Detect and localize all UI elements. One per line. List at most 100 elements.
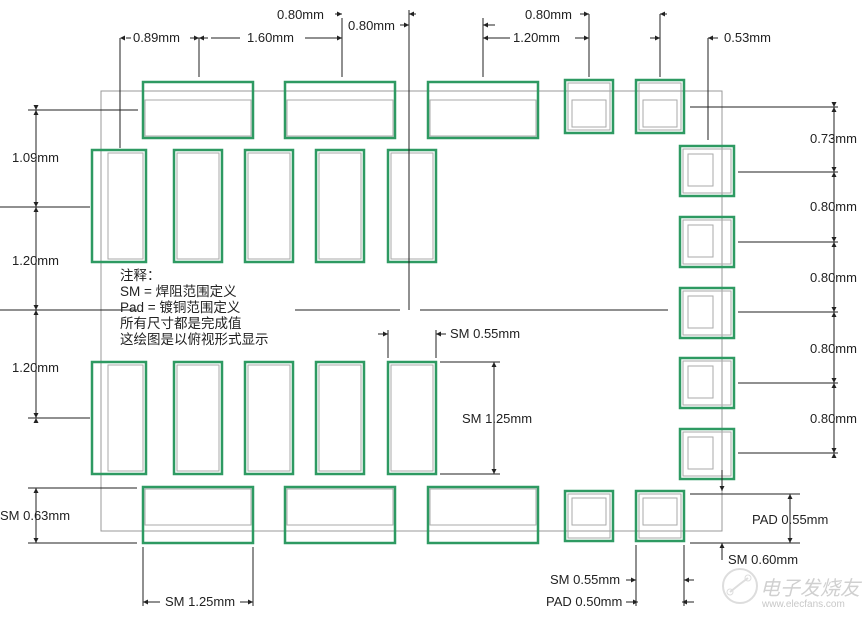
arrowhead xyxy=(483,22,488,28)
pad-inner xyxy=(682,148,732,194)
watermark-name: 电子发烧友 xyxy=(760,578,860,600)
pad-bottom-square xyxy=(563,489,615,543)
dim-label: 0.89mm xyxy=(133,30,180,45)
watermark-logo-icon xyxy=(722,568,758,604)
arrowhead xyxy=(33,207,39,212)
dim-label: 0.80mm xyxy=(277,7,324,22)
pad-bottom-long xyxy=(141,485,255,545)
pad-bottom-long xyxy=(283,485,397,545)
pad-right xyxy=(678,427,736,481)
notes-line: 所有尺寸都是完成值 xyxy=(120,316,242,331)
pad-inner xyxy=(682,219,732,265)
arrowhead xyxy=(33,105,39,110)
dim-label: 0.73mm xyxy=(810,131,857,146)
arrowhead xyxy=(33,202,39,207)
dim-label: 0.80mm xyxy=(348,18,395,33)
arrowhead xyxy=(248,599,253,605)
pad-tall xyxy=(314,148,366,264)
pad-inner xyxy=(390,152,434,260)
pad-inner xyxy=(638,493,682,539)
pad-inner xyxy=(687,295,714,329)
arrowhead xyxy=(33,488,39,493)
pad-top-long xyxy=(283,80,397,140)
dim-label: 1.60mm xyxy=(247,30,294,45)
arrowhead xyxy=(584,11,589,17)
pad-top-long xyxy=(426,80,540,140)
pad-right xyxy=(678,215,736,269)
arrowhead xyxy=(631,577,636,583)
component-outline xyxy=(100,90,723,532)
arrowhead xyxy=(483,35,488,41)
watermark-url: www.elecfans.com xyxy=(762,599,845,610)
pad-inner xyxy=(687,365,714,399)
dim-label: SM 0.63mm xyxy=(0,508,71,523)
pad-inner xyxy=(318,152,362,260)
pad-tall xyxy=(172,148,224,264)
pad-tall xyxy=(90,148,148,264)
arrowhead xyxy=(682,599,687,605)
pad-inner xyxy=(429,488,537,526)
pad-bottom-square xyxy=(634,489,686,543)
arrowhead xyxy=(120,35,125,41)
pad-tall xyxy=(172,360,224,476)
dim-label: 0.53mm xyxy=(724,30,771,45)
pad-inner xyxy=(682,360,732,406)
arrowhead xyxy=(787,538,793,543)
arrowhead xyxy=(719,543,725,548)
arrowhead xyxy=(404,22,409,28)
arrowhead xyxy=(831,242,837,247)
arrowhead xyxy=(831,312,837,317)
dim-label: 0.80mm xyxy=(810,411,857,426)
pad-tall xyxy=(386,360,438,476)
pad-inner xyxy=(642,99,678,128)
pad-inner xyxy=(107,364,144,472)
arrowhead xyxy=(831,172,837,177)
arrowhead xyxy=(33,413,39,418)
arrowhead xyxy=(33,110,39,115)
arrowhead xyxy=(633,599,638,605)
arrowhead xyxy=(831,102,837,107)
arrowhead xyxy=(337,11,342,17)
arrowhead xyxy=(194,35,199,41)
pad-top-square xyxy=(634,78,686,135)
pad-inner xyxy=(286,99,394,137)
arrowhead xyxy=(491,362,497,367)
pad-right xyxy=(678,286,736,340)
dim-label: SM 0.60mm xyxy=(728,552,799,567)
dim-label: SM 1.25mm xyxy=(165,594,236,609)
arrowhead xyxy=(831,167,837,172)
arrowhead xyxy=(831,378,837,383)
pad-top-long xyxy=(141,80,255,140)
pad-inner xyxy=(247,152,291,260)
arrowhead xyxy=(708,35,713,41)
arrowhead xyxy=(831,237,837,242)
dim-label: 1.20mm xyxy=(513,30,560,45)
pad-inner xyxy=(571,99,607,128)
pad-inner xyxy=(682,431,732,477)
arrowhead xyxy=(660,11,665,17)
pad-inner xyxy=(687,153,714,187)
pad-tall xyxy=(243,360,295,476)
arrowhead xyxy=(337,35,342,41)
pad-inner xyxy=(687,436,714,470)
pad-inner xyxy=(567,82,611,131)
pad-inner xyxy=(638,82,682,131)
pad-inner xyxy=(247,364,291,472)
arrowhead xyxy=(831,383,837,388)
dim-label: 0.80mm xyxy=(810,341,857,356)
pad-inner xyxy=(429,99,537,137)
arrowhead xyxy=(787,494,793,499)
pad-right xyxy=(678,356,736,410)
arrowhead xyxy=(491,469,497,474)
arrowhead xyxy=(33,305,39,310)
pad-inner xyxy=(571,497,607,526)
arrowhead xyxy=(655,35,660,41)
pad-inner xyxy=(176,364,220,472)
arrowhead xyxy=(409,11,414,17)
pad-tall xyxy=(314,360,366,476)
pad-tall xyxy=(243,148,295,264)
dim-label: 0.80mm xyxy=(810,199,857,214)
pad-inner xyxy=(567,493,611,539)
pad-inner xyxy=(642,497,678,526)
